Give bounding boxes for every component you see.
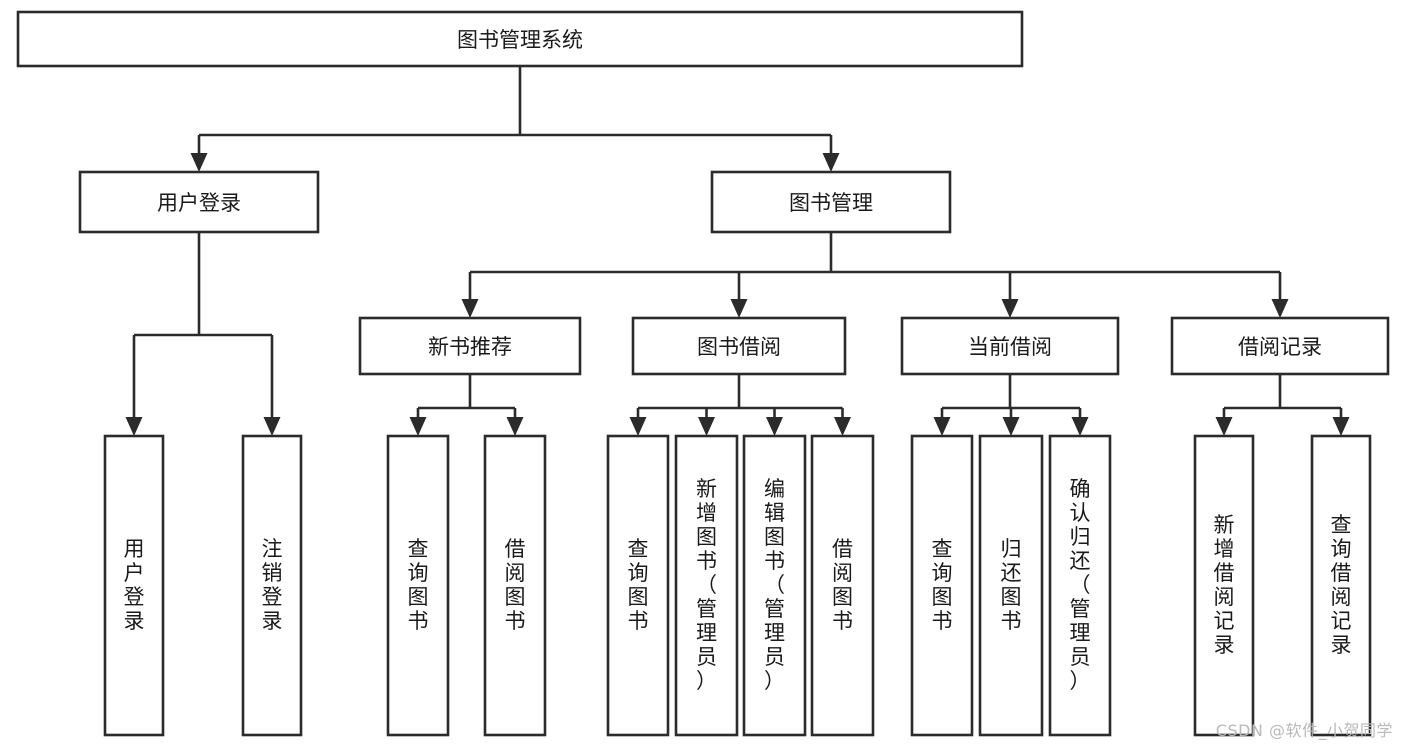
node-label: 新增借阅记录 bbox=[1214, 513, 1235, 657]
level2-node-current-borrow[interactable]: 当前借阅 bbox=[900, 316, 1120, 376]
node-box[interactable] bbox=[103, 434, 165, 737]
node-box[interactable] bbox=[241, 434, 303, 737]
node-label: 注销登录 bbox=[262, 537, 283, 633]
node-box[interactable] bbox=[910, 434, 974, 737]
level1-node-user-login[interactable]: 用户登录 bbox=[78, 170, 320, 234]
node-label: 借阅图书 bbox=[505, 537, 526, 633]
leaf-node-leaf-confirm-return[interactable]: 确认归还（管理员） bbox=[1048, 434, 1112, 737]
arrow-head-icon bbox=[125, 417, 143, 436]
node-label: 图书管理系统 bbox=[457, 28, 583, 52]
node-box[interactable] bbox=[742, 434, 807, 737]
arrow-head-icon bbox=[629, 417, 647, 436]
node-box[interactable] bbox=[900, 316, 1120, 376]
arrow-head-icon bbox=[933, 417, 951, 436]
connector-layer bbox=[125, 66, 1350, 436]
node-box[interactable] bbox=[358, 316, 582, 376]
leaf-node-leaf-add-record[interactable]: 新增借阅记录 bbox=[1193, 434, 1255, 737]
node-box[interactable] bbox=[1048, 434, 1112, 737]
leaf-node-leaf-edit-book[interactable]: 编辑图书（管理员） bbox=[742, 434, 807, 737]
arrow-head-icon bbox=[461, 299, 479, 318]
node-box[interactable] bbox=[710, 170, 952, 234]
arrow-head-icon bbox=[1332, 417, 1350, 436]
arrow-head-icon bbox=[822, 153, 840, 172]
node-box[interactable] bbox=[78, 170, 320, 234]
leaf-node-leaf-borrow-book-1[interactable]: 借阅图书 bbox=[483, 434, 547, 737]
arrow-head-icon bbox=[1001, 299, 1019, 318]
leaf-node-leaf-query-book-3[interactable]: 查询图书 bbox=[910, 434, 974, 737]
node-label: 图书借阅 bbox=[697, 335, 781, 359]
arrow-head-icon bbox=[730, 299, 748, 318]
node-label: 图书管理 bbox=[789, 191, 873, 215]
node-label: 确认归还（管理员） bbox=[1070, 477, 1091, 693]
level1-node-book-manage[interactable]: 图书管理 bbox=[710, 170, 952, 234]
leaf-node-leaf-add-book[interactable]: 新增图书（管理员） bbox=[674, 434, 739, 737]
root-node-undefined[interactable]: 图书管理系统 bbox=[16, 10, 1024, 68]
watermark-text: CSDN @软件_小贺同学 bbox=[1215, 721, 1393, 740]
node-box[interactable] bbox=[386, 434, 450, 737]
node-box[interactable] bbox=[1193, 434, 1255, 737]
node-label: 查询借阅记录 bbox=[1331, 513, 1352, 657]
node-box[interactable] bbox=[16, 10, 1024, 68]
arrow-head-icon bbox=[1002, 417, 1020, 436]
arrow-head-icon bbox=[506, 417, 524, 436]
leaf-node-leaf-return-book[interactable]: 归还图书 bbox=[978, 434, 1044, 737]
leaf-node-leaf-user-login[interactable]: 用户登录 bbox=[103, 434, 165, 737]
arrow-head-icon bbox=[263, 417, 281, 436]
leaf-node-leaf-query-book-2[interactable]: 查询图书 bbox=[606, 434, 670, 737]
arrow-head-icon bbox=[766, 417, 783, 436]
node-box[interactable] bbox=[606, 434, 670, 737]
node-label: 用户登录 bbox=[124, 537, 145, 633]
node-label: 当前借阅 bbox=[968, 335, 1052, 359]
leaf-node-leaf-borrow-book-2[interactable]: 借阅图书 bbox=[810, 434, 875, 737]
node-label: 查询图书 bbox=[932, 537, 953, 633]
node-box[interactable] bbox=[810, 434, 875, 737]
node-box[interactable] bbox=[483, 434, 547, 737]
node-box[interactable] bbox=[978, 434, 1044, 737]
node-layer: 图书管理系统用户登录图书管理新书推荐图书借阅当前借阅借阅记录用户登录注销登录查询… bbox=[16, 10, 1390, 737]
node-label: 新增图书（管理员） bbox=[696, 477, 717, 693]
node-label: 归还图书 bbox=[1001, 537, 1022, 633]
leaf-node-leaf-logout[interactable]: 注销登录 bbox=[241, 434, 303, 737]
leaf-node-leaf-query-record[interactable]: 查询借阅记录 bbox=[1310, 434, 1372, 737]
arrow-head-icon bbox=[834, 417, 851, 436]
arrow-head-icon bbox=[409, 417, 427, 436]
node-label: 用户登录 bbox=[157, 191, 241, 215]
leaf-node-leaf-query-book-1[interactable]: 查询图书 bbox=[386, 434, 450, 737]
node-label: 查询图书 bbox=[408, 537, 429, 633]
arrow-head-icon bbox=[1071, 417, 1089, 436]
level2-node-new-book-recommend[interactable]: 新书推荐 bbox=[358, 316, 582, 376]
node-label: 借阅记录 bbox=[1238, 335, 1322, 359]
node-box[interactable] bbox=[674, 434, 739, 737]
node-label: 编辑图书（管理员） bbox=[764, 477, 785, 693]
level2-node-borrow-record[interactable]: 借阅记录 bbox=[1170, 316, 1390, 376]
arrow-head-icon bbox=[698, 417, 715, 436]
arrow-head-icon bbox=[1215, 417, 1233, 436]
level2-node-book-borrow[interactable]: 图书借阅 bbox=[631, 316, 847, 376]
node-box[interactable] bbox=[631, 316, 847, 376]
node-label: 查询图书 bbox=[628, 537, 649, 633]
node-label: 新书推荐 bbox=[428, 335, 512, 359]
arrow-head-icon bbox=[190, 153, 208, 172]
node-box[interactable] bbox=[1310, 434, 1372, 737]
node-label: 借阅图书 bbox=[832, 537, 853, 633]
node-box[interactable] bbox=[1170, 316, 1390, 376]
arrow-head-icon bbox=[1271, 299, 1289, 318]
